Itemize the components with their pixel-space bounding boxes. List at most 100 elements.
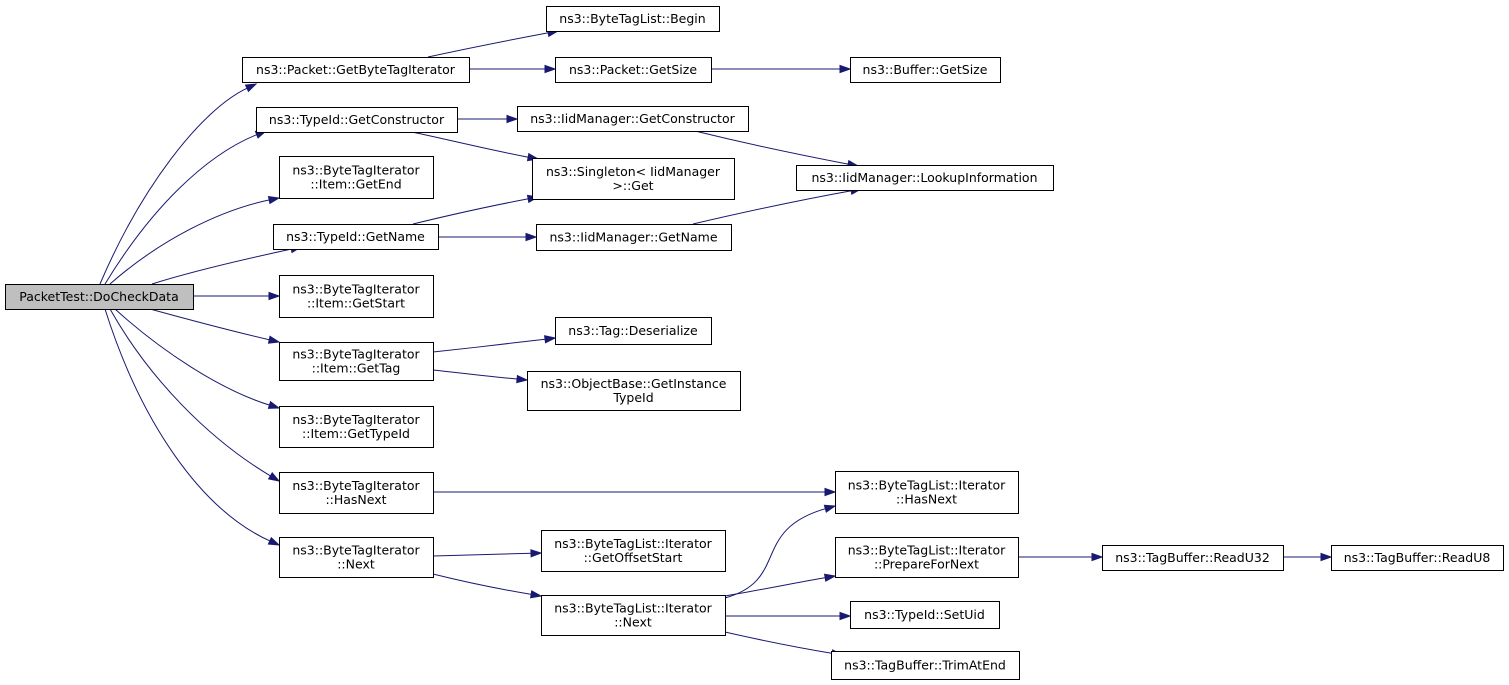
- node-item_get_tag[interactable]: ns3::ByteTagIterator::Item::GetTag: [279, 342, 434, 381]
- node-box[interactable]: [527, 371, 741, 411]
- node-label: ns3::Packet::GetSize: [569, 62, 697, 77]
- node-typeid_get_name[interactable]: ns3::TypeId::GetName: [273, 224, 439, 250]
- node-label: ns3::TypeId::GetConstructor: [269, 112, 445, 127]
- edge-arrow-icon: [1091, 552, 1104, 562]
- node-label: ::Item::GetEnd: [310, 177, 401, 192]
- edge-arrow-icon: [529, 590, 543, 599]
- node-box[interactable]: [279, 156, 434, 199]
- node-box[interactable]: [555, 57, 712, 83]
- node-packet_get_byte_tag_iterator[interactable]: ns3::Packet::GetByteTagIterator: [242, 57, 470, 83]
- edge-item_get_tag-to-objectbase_get_instance_typeid: [432, 369, 529, 384]
- edge-line: [724, 577, 827, 597]
- node-label: ns3::IidManager::GetName: [549, 230, 717, 245]
- node-box[interactable]: [541, 595, 726, 636]
- node-bti_has_next[interactable]: ns3::ByteTagIterator::HasNext: [279, 472, 434, 514]
- node-box[interactable]: [1331, 545, 1504, 571]
- edge-arrow-icon: [525, 232, 538, 242]
- node-box[interactable]: [279, 342, 434, 381]
- node-singleton_get[interactable]: ns3::Singleton< IidManager >::Get: [532, 158, 735, 200]
- edge-do_check_data-to-bti_has_next: [109, 308, 281, 482]
- node-box[interactable]: [279, 275, 434, 318]
- edge-arrow-icon: [267, 472, 281, 482]
- node-box[interactable]: [835, 537, 1019, 578]
- nodes-layer: PacketTest::DoCheckData ns3::Packet::GetB…: [5, 6, 1504, 680]
- node-btli_prepare_for_next[interactable]: ns3::ByteTagList::Iterator::PrepareForNe…: [835, 537, 1019, 578]
- edge-line: [427, 32, 550, 58]
- node-label: ns3::ByteTagIterator: [292, 478, 420, 493]
- edge-do_check_data-to-item_get_end: [109, 196, 281, 285]
- edge-arrow-icon: [516, 374, 529, 384]
- edge-typeid_get_name-to-singleton_get: [412, 194, 540, 225]
- node-box[interactable]: [1102, 545, 1284, 571]
- node-label: ns3::TagBuffer::TrimAtEnd: [844, 658, 1006, 673]
- node-tag_deserialize[interactable]: ns3::Tag::Deserialize: [555, 317, 712, 345]
- node-box[interactable]: [835, 471, 1019, 514]
- node-buffer_get_size[interactable]: ns3::Buffer::GetSize: [850, 57, 1001, 83]
- edge-do_check_data-to-item_get_start: [193, 291, 281, 301]
- node-box[interactable]: [850, 601, 1000, 629]
- node-label: ::Next: [614, 615, 652, 630]
- node-iidm_get_constructor[interactable]: ns3::IidManager::GetConstructor: [517, 106, 749, 132]
- node-packet_get_size[interactable]: ns3::Packet::GetSize: [555, 57, 712, 83]
- node-btli_get_offset_start[interactable]: ns3::ByteTagList::Iterator::GetOffsetSta…: [541, 530, 726, 572]
- node-typeid_get_constructor[interactable]: ns3::TypeId::GetConstructor: [256, 107, 458, 133]
- node-box[interactable]: [242, 57, 470, 83]
- node-label: ns3::Singleton< IidManager: [546, 164, 721, 179]
- edge-line: [724, 507, 827, 599]
- node-box[interactable]: [532, 158, 735, 200]
- node-box[interactable]: [536, 224, 732, 251]
- edge-typeid_get_name-to-iidm_get_name: [438, 232, 538, 242]
- node-label: ns3::TypeId::SetUid: [864, 607, 985, 622]
- node-iidm_lookup_information[interactable]: ns3::IidManager::LookupInformation: [796, 165, 1054, 191]
- node-label: ns3::ByteTagIterator: [292, 282, 420, 297]
- node-box[interactable]: [256, 107, 458, 133]
- node-item_get_typeid[interactable]: ns3::ByteTagIterator::Item::GetTypeId: [279, 406, 434, 448]
- node-tagbuffer_trim_at_end[interactable]: ns3::TagBuffer::TrimAtEnd: [831, 651, 1020, 680]
- node-typeid_set_uid[interactable]: ns3::TypeId::SetUid: [850, 601, 1000, 629]
- edge-packet_get_byte_tag_iterator-to-packet_get_size: [469, 64, 557, 74]
- node-label: PacketTest::DoCheckData: [19, 289, 179, 304]
- node-do_check_data[interactable]: PacketTest::DoCheckData: [5, 284, 194, 310]
- node-tagbuffer_read_u8[interactable]: ns3::TagBuffer::ReadU8: [1331, 545, 1504, 571]
- edge-tagbuffer_read_u32-to-tagbuffer_read_u8: [1282, 552, 1333, 562]
- node-btli_has_next[interactable]: ns3::ByteTagList::Iterator::HasNext: [835, 471, 1019, 514]
- edge-packet_get_byte_tag_iterator-to-btl_begin: [427, 28, 560, 58]
- node-tagbuffer_read_u32[interactable]: ns3::TagBuffer::ReadU32: [1102, 545, 1284, 571]
- node-box[interactable]: [541, 530, 726, 572]
- node-box[interactable]: [796, 165, 1054, 191]
- edge-do_check_data-to-bti_next: [104, 308, 281, 546]
- edge-line: [432, 369, 519, 380]
- node-box[interactable]: [279, 472, 434, 514]
- node-label: ns3::IidManager::GetConstructor: [530, 111, 735, 126]
- node-box[interactable]: [5, 284, 194, 310]
- edge-do_check_data-to-typeid_get_name: [151, 245, 303, 285]
- node-label: TypeId: [612, 390, 653, 405]
- node-box[interactable]: [546, 6, 720, 32]
- node-box[interactable]: [850, 57, 1001, 83]
- node-btli_next[interactable]: ns3::ByteTagList::Iterator::Next: [541, 595, 726, 636]
- edge-line: [104, 133, 258, 285]
- node-item_get_end[interactable]: ns3::ByteTagIterator::Item::GetEnd: [279, 156, 434, 199]
- node-btl_begin[interactable]: ns3::ByteTagList::Begin: [546, 6, 720, 32]
- edge-line: [114, 308, 271, 406]
- node-label: ns3::ByteTagList::Iterator: [554, 536, 712, 551]
- node-box[interactable]: [273, 224, 439, 250]
- node-label: ns3::ByteTagList::Begin: [559, 11, 705, 26]
- edge-arrow-icon: [530, 549, 543, 558]
- node-label: ::Next: [337, 557, 375, 572]
- node-box[interactable]: [831, 651, 1020, 680]
- edge-bti_has_next-to-btli_has_next: [432, 487, 837, 497]
- edge-arrow-icon: [267, 536, 281, 546]
- node-label: >::Get: [612, 178, 653, 193]
- node-box[interactable]: [279, 406, 434, 448]
- node-box[interactable]: [279, 537, 434, 578]
- edge-line: [724, 631, 834, 655]
- node-bti_next[interactable]: ns3::ByteTagIterator::Next: [279, 537, 434, 578]
- node-item_get_start[interactable]: ns3::ByteTagIterator::Item::GetStart: [279, 275, 434, 318]
- node-box[interactable]: [555, 317, 712, 345]
- node-box[interactable]: [517, 106, 749, 132]
- node-iidm_get_name[interactable]: ns3::IidManager::GetName: [536, 224, 732, 251]
- edge-packet_get_size-to-buffer_get_size: [711, 64, 852, 74]
